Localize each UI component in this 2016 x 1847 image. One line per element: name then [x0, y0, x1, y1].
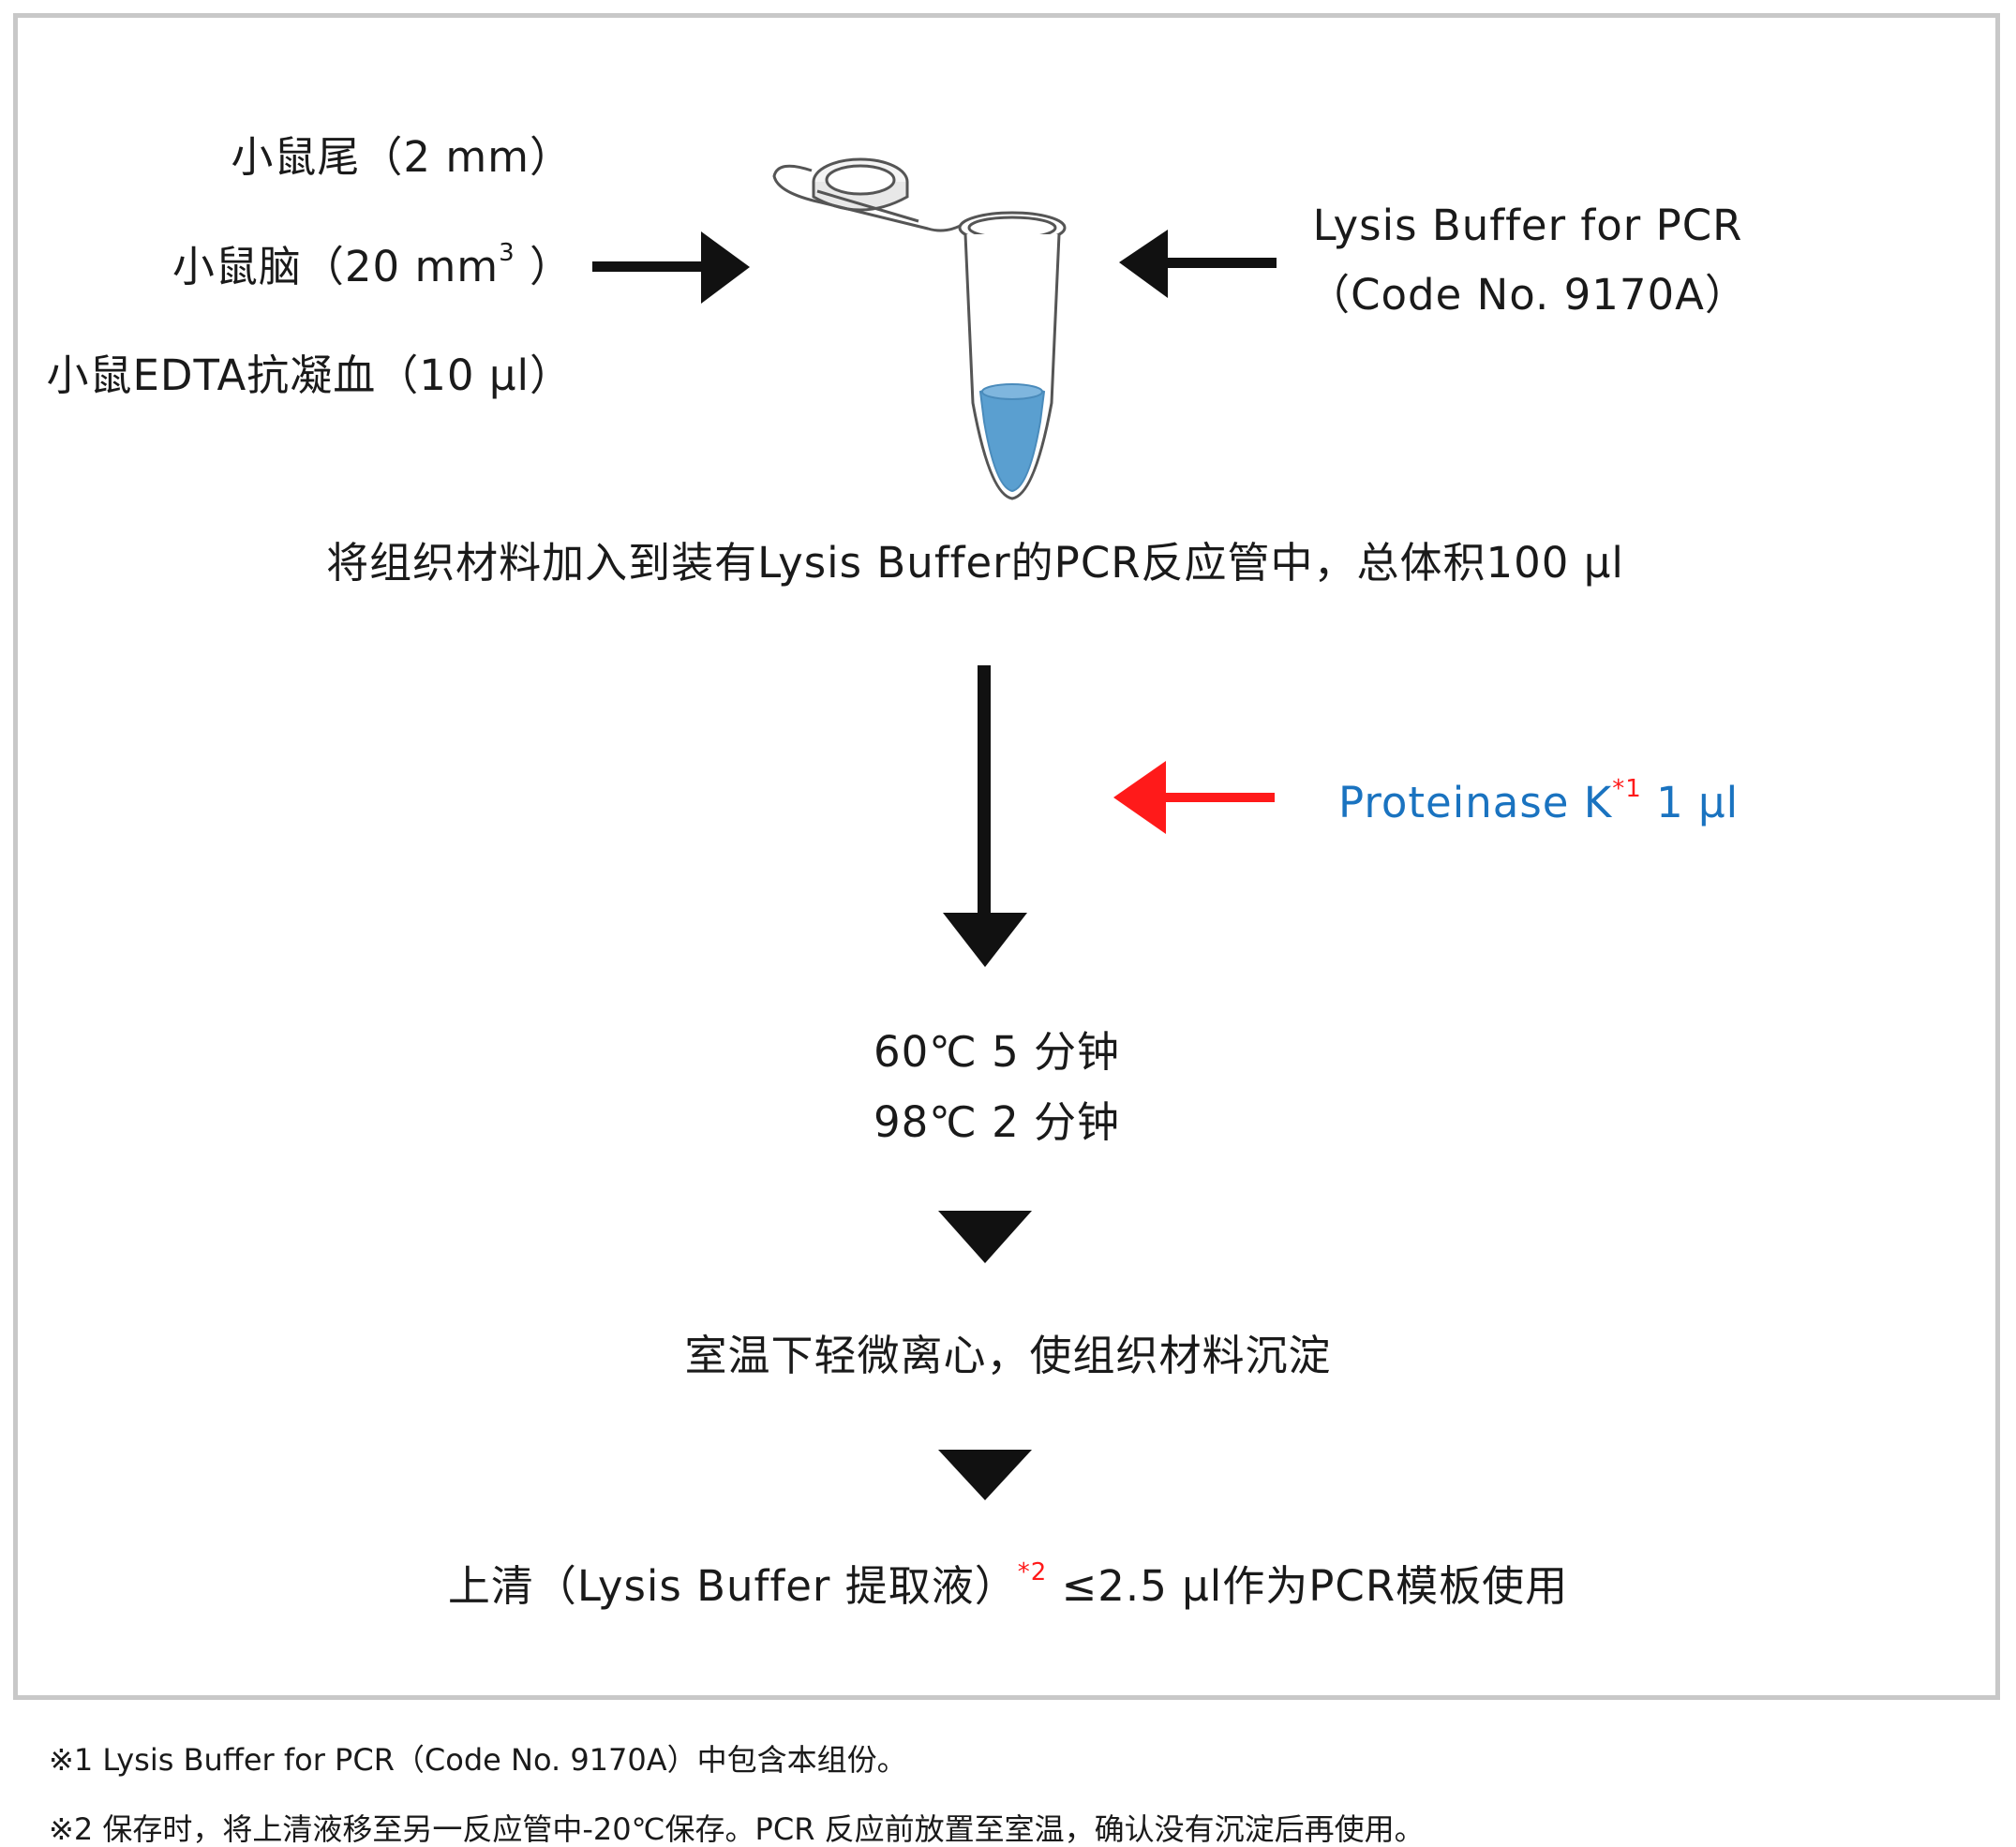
- buffer-code-label: （Code No. 9170A）: [1307, 270, 1748, 320]
- sample-tail-label: 小鼠尾（2 mm）: [231, 132, 573, 182]
- footnote-1: ※1 Lysis Buffer for PCR（Code No. 9170A）中…: [49, 1742, 907, 1778]
- footnote-2: ※2 保存时，将上清液移至另一反应管中-20℃保存。PCR 反应前放置至室温，确…: [49, 1811, 1425, 1847]
- incubation-step-2: 98℃ 2 分钟: [874, 1097, 1121, 1147]
- proteinase-label: Proteinase K*1 1 μl: [1338, 775, 1740, 827]
- diagram-frame: [13, 13, 2000, 1700]
- process-arrow-main: [943, 665, 1027, 967]
- sample-blood-label: 小鼠EDTA抗凝血（10 μl）: [46, 350, 573, 400]
- step-supernatant-text: 上清（Lysis Buffer 提取液）*2 ≤2.5 μl作为PCR模板使用: [447, 1558, 1569, 1611]
- buffer-input-arrow: [1119, 230, 1277, 298]
- pcr-tube-icon: [772, 157, 1067, 500]
- process-arrow-down-2: [938, 1450, 1032, 1500]
- proteinase-input-arrow: [1113, 761, 1275, 834]
- step-add-sample-text: 将组织材料加入到装有Lysis Buffer的PCR反应管中，总体积100 μl: [326, 538, 1624, 588]
- step-centrifuge-text: 室温下轻微离心，使组织材料沉淀: [684, 1331, 1332, 1380]
- buffer-name-label: Lysis Buffer for PCR: [1312, 201, 1743, 250]
- sample-input-arrow: [592, 231, 750, 304]
- incubation-step-1: 60℃ 5 分钟: [874, 1027, 1121, 1077]
- sample-brain-label: 小鼠脑（20 mm3 ）: [172, 239, 573, 291]
- process-arrow-down-1: [938, 1211, 1032, 1263]
